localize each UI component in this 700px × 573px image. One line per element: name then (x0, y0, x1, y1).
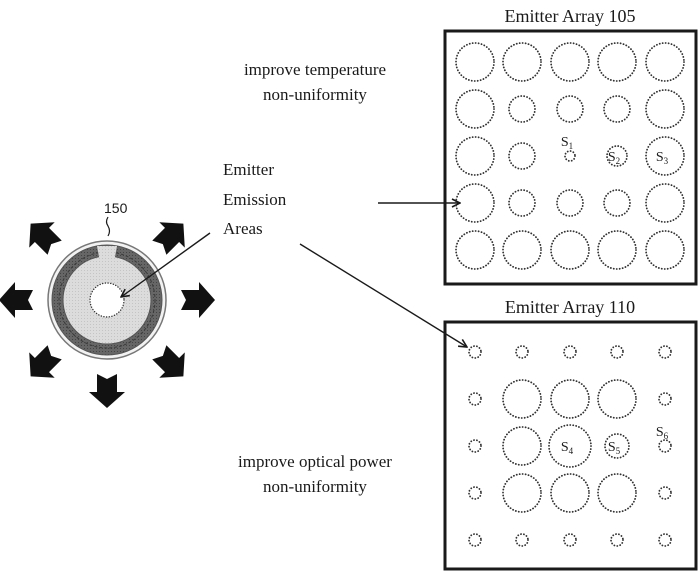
emitter-circle (468, 439, 482, 453)
device-emission-area (89, 282, 125, 318)
emitter-circle (550, 473, 590, 513)
emitter-circle (604, 433, 630, 459)
emitter-circle (455, 42, 495, 82)
device-150: 150 (0, 200, 215, 408)
emitter-label: S4 (561, 440, 574, 456)
array-110-annotation-line-2: non-uniformity (263, 477, 367, 496)
heat-arrow-icon (29, 222, 62, 255)
emitter-circle (563, 533, 577, 547)
emitter-circle (563, 345, 577, 359)
heat-arrow-icon (152, 222, 185, 255)
emitter-circle (468, 392, 482, 406)
emitter-circle (468, 345, 482, 359)
emitter-emission-areas-callout: Emitter Emission Areas (223, 160, 287, 238)
emitter-circle (508, 189, 536, 217)
emitter-circle (645, 183, 685, 223)
emitter-circle (645, 89, 685, 129)
emitter-circle (502, 426, 542, 466)
array-105-annotation-line-2: non-uniformity (263, 85, 367, 104)
array-105-annotation-line-1: improve temperature (244, 60, 386, 79)
emitter-label: S1 (561, 135, 573, 151)
emitter-label: S2 (608, 150, 620, 166)
heat-arrow-icon (0, 282, 33, 318)
emitter-circle (658, 392, 672, 406)
emitter-circle (550, 379, 590, 419)
array-105-title: Emitter Array 105 (505, 6, 636, 26)
heat-arrows (0, 222, 215, 408)
emitter-circle (658, 486, 672, 500)
emitter-circle (610, 345, 624, 359)
heat-arrow-icon (152, 345, 185, 378)
device-reference-label: 150 (104, 200, 128, 216)
array-110-title: Emitter Array 110 (505, 297, 635, 317)
emitter-circle (550, 42, 590, 82)
emitter-circle (455, 89, 495, 129)
heat-arrow-icon (181, 282, 215, 318)
emitter-circle (603, 189, 631, 217)
callout-line-3: Areas (223, 219, 263, 238)
emitter-circle (502, 42, 542, 82)
heat-arrow-icon (89, 374, 125, 408)
emitter-circle (597, 230, 637, 270)
emitter-circle (564, 150, 576, 162)
emitter-circle (468, 533, 482, 547)
emitter-circle (606, 145, 628, 167)
emitter-circle (502, 230, 542, 270)
emitter-circle (645, 42, 685, 82)
emitter-circle (455, 230, 495, 270)
emitter-circle (502, 473, 542, 513)
reference-squiggle (105, 216, 111, 237)
emitter-circle (645, 230, 685, 270)
callout-line-1: Emitter (223, 160, 274, 179)
callout-line-2: Emission (223, 190, 287, 209)
emitter-label: S5 (608, 440, 621, 456)
emitter-circle (556, 189, 584, 217)
emitter-circle (455, 136, 495, 176)
emitter-circle (658, 533, 672, 547)
device-ring-gap (97, 246, 117, 262)
array-110-frame (443, 320, 698, 571)
emitter-circle (658, 345, 672, 359)
emitter-array-110: Emitter Array 110 S4 S5 S6 (443, 297, 698, 571)
array-105-frame (443, 29, 698, 286)
emitter-circle (515, 533, 529, 547)
emitter-circle (603, 95, 631, 123)
emitter-circle (658, 439, 672, 453)
emitter-circle (610, 533, 624, 547)
emitter-circle (515, 345, 529, 359)
emitter-circle (597, 473, 637, 513)
emitter-label: S6 (656, 425, 669, 441)
array-110-annotation-line-1: improve optical power (238, 452, 392, 471)
arrow-to-device (121, 232, 211, 297)
emitter-circle (455, 183, 495, 223)
emitter-circle (597, 42, 637, 82)
arrow-to-array-110 (299, 243, 467, 347)
emitter-circle (508, 142, 536, 170)
heat-arrow-icon (29, 345, 62, 378)
emitter-circle (502, 379, 542, 419)
emitter-circle (508, 95, 536, 123)
emitter-circle (468, 486, 482, 500)
emitter-circle (548, 424, 592, 468)
emitter-label: S3 (656, 150, 669, 166)
emitter-circle (556, 95, 584, 123)
emitter-circle (550, 230, 590, 270)
emitter-circle (597, 379, 637, 419)
array-110-grid: S4 S5 S6 (468, 345, 672, 547)
emitter-circle (645, 136, 685, 176)
